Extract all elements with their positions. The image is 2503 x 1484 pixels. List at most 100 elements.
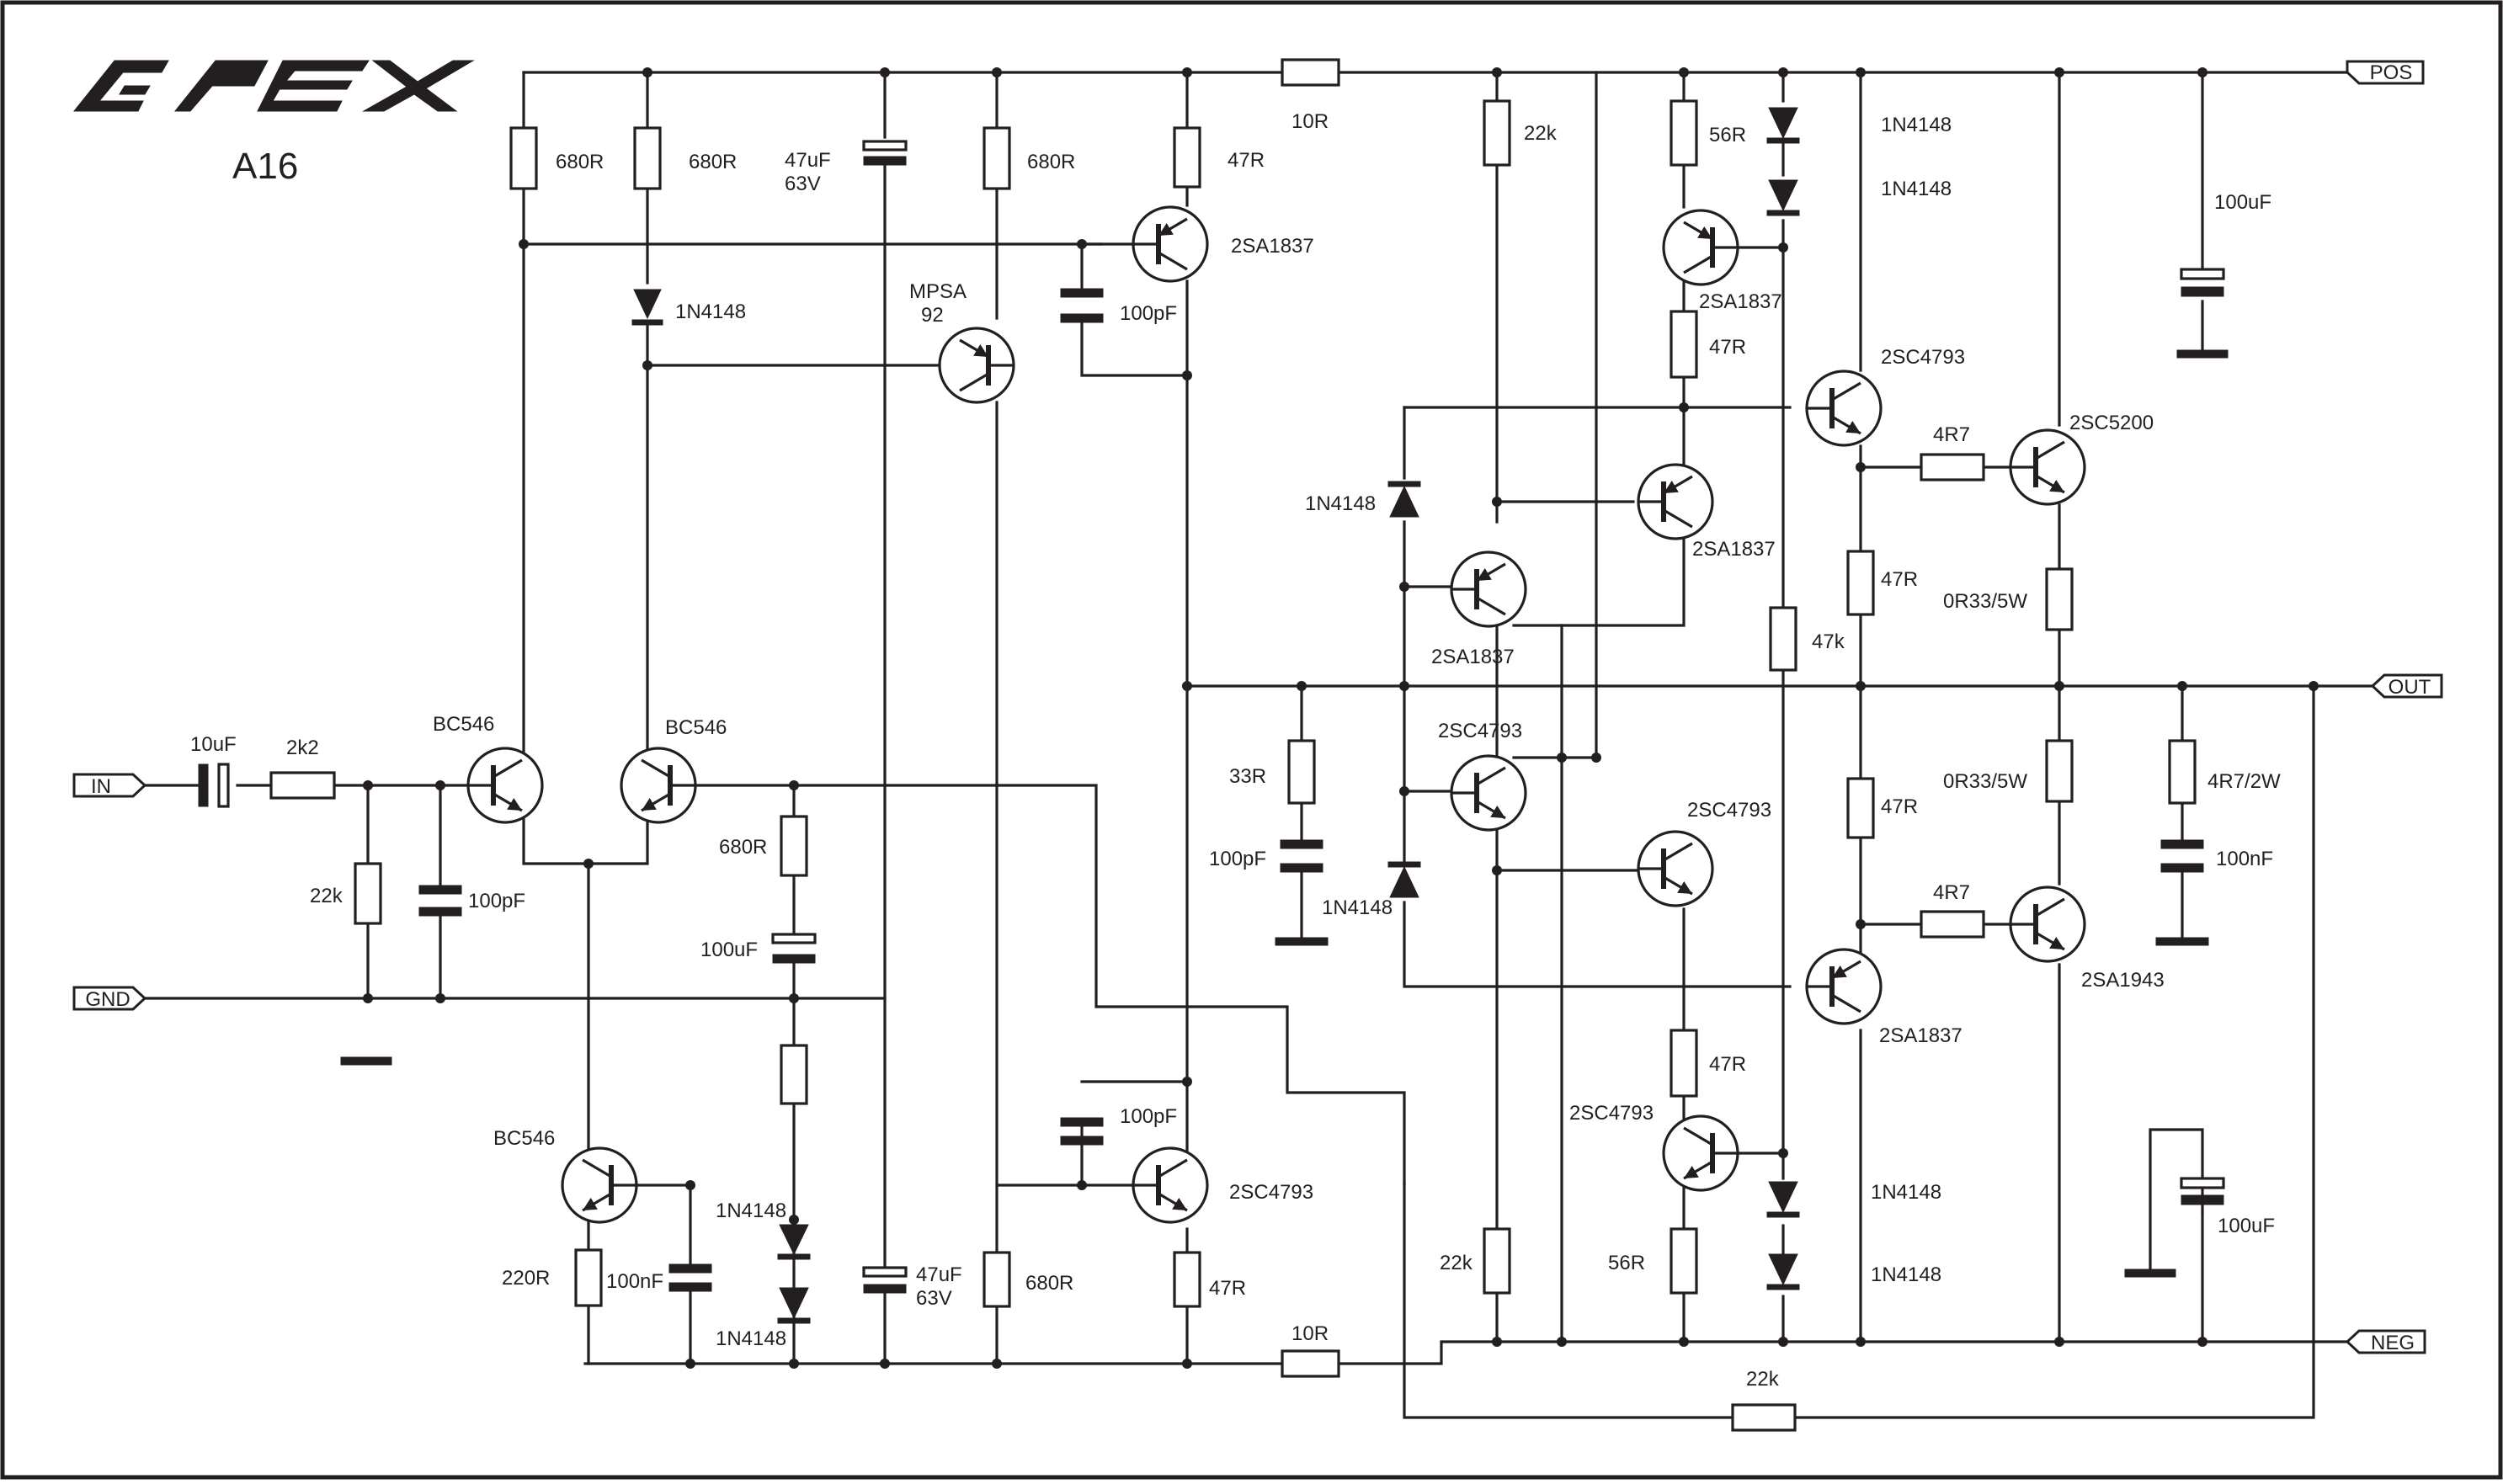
resistor	[780, 1044, 808, 1105]
resistors	[269, 58, 2197, 1432]
label-2sa1837-drv: 2SA1837	[1879, 1024, 1962, 1047]
transistor-pnp	[1637, 463, 1714, 540]
label-22k-in: 22k	[310, 885, 343, 907]
label-47r-drv-top: 47R	[1881, 568, 1918, 591]
junction-dot	[583, 859, 594, 869]
label-1n4148-vbe-top: 1N4148	[1305, 492, 1376, 515]
resistor	[1281, 1349, 1340, 1378]
junction-dot	[992, 1359, 1002, 1369]
label-220r: 220R	[502, 1267, 550, 1290]
diodes	[631, 107, 1800, 1324]
model-label: A16	[232, 146, 298, 187]
junction-dot	[2054, 1337, 2064, 1347]
junction-dot	[1182, 1077, 1192, 1087]
junction-dot	[2197, 1337, 2207, 1347]
label-1n4148-bot-1: 1N4148	[1871, 1181, 1941, 1204]
junction-dot	[1557, 1337, 1567, 1347]
resistor	[1281, 58, 1340, 87]
junction-dot	[642, 360, 652, 370]
label-100nf-zob: 100nF	[2216, 848, 2273, 870]
label-56r-top: 56R	[1709, 124, 1746, 146]
junction-dot	[1492, 67, 1502, 77]
junction-dot	[1856, 1337, 1866, 1347]
junction-dot	[1077, 239, 1087, 249]
junction-dot	[1856, 462, 1866, 472]
junction-dot	[1077, 1180, 1087, 1190]
junction-dot	[1399, 681, 1409, 691]
junction-dot	[1679, 67, 1689, 77]
apex-logo	[72, 60, 475, 112]
resistor	[1846, 550, 1875, 616]
svg-text:GND: GND	[85, 988, 130, 1011]
resistor	[983, 126, 1011, 190]
label-47k: 47k	[1812, 630, 1845, 653]
label-680r-c: 680R	[1027, 151, 1075, 173]
resistor	[1670, 1029, 1698, 1098]
junction-dot	[1778, 1148, 1788, 1158]
resistor	[1670, 1227, 1698, 1295]
label-100pf-top: 100pF	[1120, 302, 1177, 325]
transistor-pnp	[1805, 948, 1883, 1025]
label-2sc5200: 2SC5200	[2069, 412, 2154, 434]
capacitor-100pf-input	[418, 885, 462, 917]
resistor	[1173, 1251, 1201, 1308]
transistor-npn	[2009, 428, 2086, 506]
junction-dot	[2197, 67, 2207, 77]
capacitor-100pf-zobel	[1280, 839, 1323, 873]
resistor	[633, 126, 662, 190]
junction-dot	[1492, 1337, 1502, 1347]
label-1n4148-ccs-1: 1N4148	[716, 1199, 786, 1222]
label-47r-vas: 47R	[1228, 149, 1265, 172]
diode-1n4148-vbe-bottom	[1387, 861, 1421, 898]
diode-1n4148-top-1	[1766, 107, 1800, 144]
resistor	[1920, 453, 1985, 481]
label-1n4148-input: 1N4148	[675, 301, 746, 323]
junction-dot	[1856, 67, 1866, 77]
label-4r7-bot: 4R7	[1933, 881, 1970, 904]
resistor	[1483, 99, 1511, 167]
label-2sc4793-vas: 2SC4793	[1229, 1181, 1313, 1204]
junction-dot	[1399, 582, 1409, 592]
diode-1n4148-bottom-2	[1766, 1253, 1800, 1290]
label-33r: 33R	[1229, 765, 1266, 788]
capacitor-100uf-top	[2180, 268, 2225, 297]
label-680r-d: 680R	[1025, 1272, 1073, 1295]
junction-dot	[1182, 1359, 1192, 1369]
junction-dot	[2054, 681, 2064, 691]
resistor	[574, 1248, 603, 1307]
junction-dot	[1778, 242, 1788, 253]
transistor-pnp	[1132, 205, 1209, 283]
label-22k-bot: 22k	[1440, 1252, 1473, 1274]
transistor-pnp	[1450, 551, 1527, 628]
junction-dot	[1778, 1337, 1788, 1347]
transistor-pnp	[1662, 209, 1739, 286]
label-2sa1837-vas: 2SA1837	[1231, 235, 1314, 258]
label-4r7-top: 4R7	[1933, 423, 1970, 446]
capacitor-10uf-input	[198, 763, 230, 808]
svg-text:OUT: OUT	[2389, 676, 2431, 699]
label-100nf: 100nF	[606, 1270, 663, 1293]
capacitor-47uf-top	[862, 140, 908, 166]
label-10uf: 10uF	[190, 733, 237, 756]
junction-dot	[880, 1359, 890, 1369]
label-mpsa-92: 92	[921, 304, 944, 327]
diode-1n4148-top-2	[1766, 179, 1800, 216]
transistor-pnp	[938, 327, 1015, 404]
label-680r-fb: 680R	[719, 836, 767, 859]
label-63v-bot: 63V	[916, 1287, 952, 1310]
transistor-npn	[561, 1146, 638, 1224]
transistors	[466, 205, 2086, 1224]
junction-dot	[363, 993, 373, 1003]
transistor-npn	[466, 747, 544, 824]
junction-dot	[789, 1359, 799, 1369]
component-labels: 680R 680R 47uF 63V 680R 47R 2SA1837 100p…	[190, 110, 2281, 1391]
transistor-npn	[1450, 754, 1527, 832]
junction-dot	[992, 67, 1002, 77]
transistor-npn	[2009, 886, 2086, 963]
label-1n4148-top-1: 1N4148	[1881, 114, 1952, 136]
junction-dot	[1856, 919, 1866, 929]
transistor-npn	[1662, 1114, 1739, 1192]
label-100uf-bot: 100uF	[2218, 1215, 2275, 1237]
